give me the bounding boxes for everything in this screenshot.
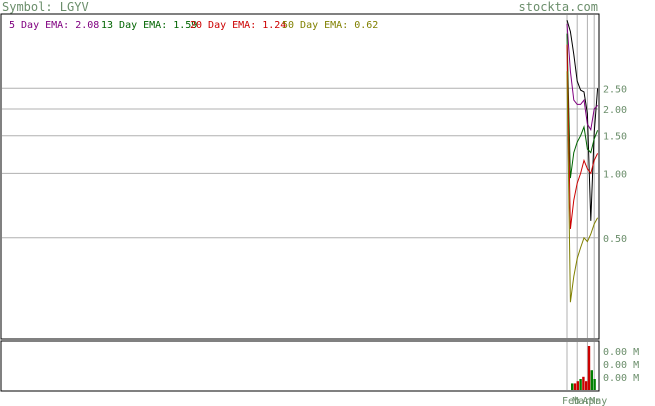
price-grid <box>2 87 598 239</box>
volume-bar <box>587 346 591 390</box>
x-tick-label: May <box>589 396 607 406</box>
price-line <box>566 20 599 221</box>
volume-bar <box>576 381 579 390</box>
volume-tick-label: 0.00 M <box>603 360 639 371</box>
legend-20-day-ema: 20 Day EMA: 1.24 <box>190 20 286 31</box>
volume-bar <box>582 376 585 390</box>
price-y-axis: 2.50 2.00 1.50 1.00 0.50 <box>603 84 627 245</box>
ema-line <box>566 71 599 303</box>
ema-line <box>566 33 599 179</box>
volume-bar <box>573 383 577 390</box>
volume-bars <box>571 346 596 390</box>
volume-y-axis: 0.00 M 0.00 M 0.00 M <box>603 347 639 384</box>
price-series <box>566 20 599 303</box>
volume-tick-label: 0.00 M <box>603 373 639 384</box>
ema-line <box>566 23 598 132</box>
volume-bar <box>579 379 582 390</box>
x-tick-label: Apr <box>582 396 600 406</box>
volume-bar <box>585 381 588 390</box>
price-tick-label: 0.50 <box>603 234 627 245</box>
legend: 5 Day EMA: 2.08 13 Day EMA: 1.59 20 Day … <box>9 20 378 31</box>
price-tick-label: 1.50 <box>603 132 627 143</box>
price-tick-label: 1.00 <box>603 169 627 180</box>
legend-50-day-ema: 50 Day EMA: 0.62 <box>282 20 378 31</box>
price-panel-frame <box>0 13 600 340</box>
volume-tick-label: 0.00 M <box>603 347 639 358</box>
ema-line <box>566 44 599 229</box>
site-watermark: stockta.com <box>519 0 598 14</box>
symbol-label: Symbol: LGYV <box>2 0 89 14</box>
legend-5-day-ema: 5 Day EMA: 2.08 <box>9 20 99 31</box>
x-tick-label: Feb <box>562 396 580 406</box>
volume-bar <box>590 370 593 390</box>
legend-13-day-ema: 13 Day EMA: 1.59 <box>101 20 197 31</box>
volume-bar <box>593 379 596 390</box>
price-tick-label: 2.50 <box>603 84 627 95</box>
volume-panel-frame <box>0 340 600 392</box>
x-tick-label: Mar <box>572 396 590 406</box>
volume-bar <box>571 383 574 390</box>
price-tick-label: 2.00 <box>603 105 627 116</box>
